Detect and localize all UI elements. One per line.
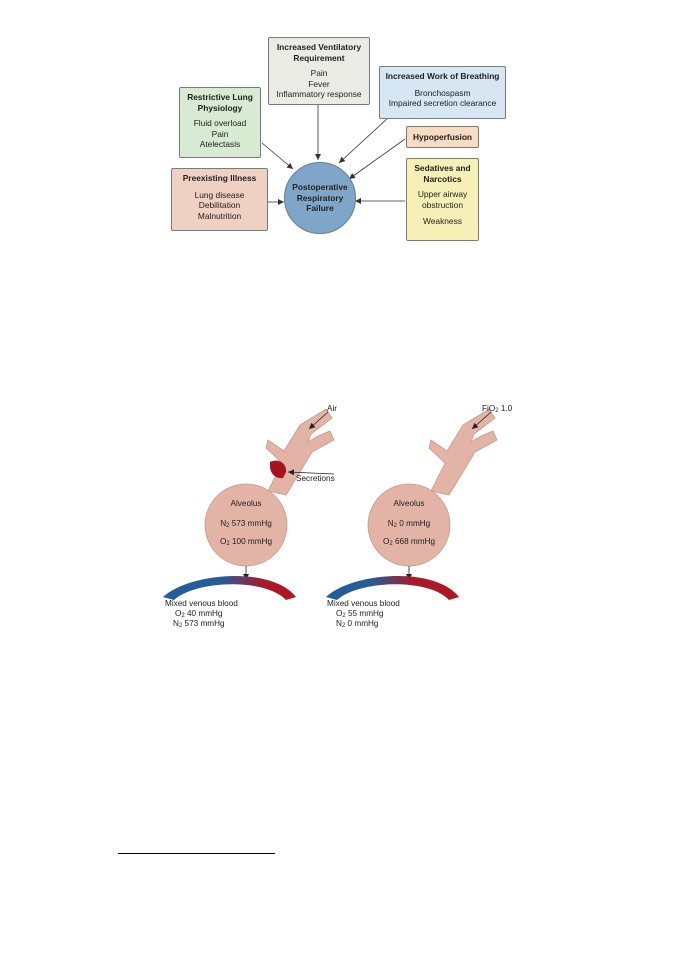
left-alveolus-o2: O2 100 mmHg — [219, 537, 273, 547]
causes-diagram-arrows — [261, 104, 406, 205]
box-sedatives-item: obstruction — [422, 199, 463, 210]
box-sedatives-title-line1: Sedatives and — [414, 163, 471, 173]
left-blood-title: Mixed venous blood — [165, 599, 238, 608]
box-ventilatory-item: Pain — [310, 68, 328, 79]
box-preexisting-item: Malnutrition — [197, 210, 242, 221]
box-ventilatory-item: Inflammatory response — [276, 89, 362, 100]
left-air-arrow — [308, 411, 329, 430]
box-preexisting-item: Lung disease — [194, 189, 245, 200]
box-work-title: Increased Work of Breathing — [385, 71, 500, 81]
box-hypoperfusion-title: Hypoperfusion — [412, 132, 473, 142]
arrow-work — [338, 117, 389, 164]
left-secretions-arrow — [287, 469, 335, 476]
right-blood-n2: N2 0 mmHg — [336, 619, 379, 629]
box-sedatives-item: Upper airway — [417, 189, 468, 200]
box-restrictive-lung-physiology: Restrictive Lung Physiology Fluid overlo… — [179, 87, 261, 158]
box-restrictive-item: Atelectasis — [199, 139, 241, 150]
box-increased-work-of-breathing: Increased Work of Breathing Bronchospasm… — [379, 66, 506, 119]
left-blood-o2: O2 40 mmHg — [175, 609, 223, 619]
right-alveolus-n2: N2 0 mmHg — [387, 519, 431, 529]
left-secretion — [270, 460, 287, 479]
arrow-restrictive — [261, 142, 294, 170]
circle-line2: Respiratory — [296, 192, 344, 203]
right-blood-title: Mixed venous blood — [327, 599, 400, 608]
right-capillary — [326, 575, 459, 600]
box-ventilatory-title-line1: Increased Ventilatory — [276, 42, 362, 52]
box-work-item: Impaired secretion clearance — [388, 98, 497, 109]
box-preexisting-item: Debilitation — [198, 200, 241, 211]
box-work-item: Bronchospasm — [414, 87, 471, 98]
left-secretions-label: Secretions — [296, 474, 335, 483]
box-ventilatory-title-line2: Requirement — [293, 52, 345, 63]
box-hypoperfusion: Hypoperfusion — [406, 126, 479, 148]
right-fio2-label: FiO2 1.0 — [482, 404, 513, 414]
right-fio2-arrow — [471, 411, 492, 430]
circle-line3: Failure — [306, 203, 334, 214]
box-sedatives-and-narcotics: Sedatives and Narcotics Upper airway obs… — [406, 158, 479, 241]
box-restrictive-title-line2: Physiology — [197, 102, 243, 113]
left-capillary — [163, 575, 296, 600]
right-alveolus-o2: O2 668 mmHg — [382, 537, 436, 547]
circle-line1: Postoperative — [292, 182, 348, 193]
box-preexisting-illness: Preexisting Illness Lung disease Debilit… — [171, 168, 268, 231]
left-blood-n2: N2 573 mmHg — [173, 619, 225, 629]
box-restrictive-title-line1: Restrictive Lung — [187, 92, 253, 102]
postoperative-respiratory-failure-circle: Postoperative Respiratory Failure — [284, 162, 356, 234]
arrow-hypoperfusion — [348, 138, 406, 180]
box-ventilatory-item: Fever — [308, 78, 330, 89]
box-increased-ventilatory-requirement: Increased Ventilatory Requirement Pain F… — [268, 37, 370, 105]
right-blood-o2: O2 55 mmHg — [336, 609, 384, 619]
left-alveolus-n2: N2 573 mmHg — [220, 519, 272, 529]
box-sedatives-item: Weakness — [423, 216, 462, 227]
box-preexisting-title: Preexisting Illness — [182, 173, 257, 183]
left-air-label: Air — [327, 404, 338, 413]
footnote-rule — [118, 853, 275, 854]
box-sedatives-title-line2: Narcotics — [423, 173, 462, 184]
left-alveolus-label: Alveolus — [230, 499, 262, 508]
box-restrictive-item: Pain — [211, 128, 229, 139]
box-restrictive-item: Fluid overload — [193, 118, 247, 129]
right-alveolus-label: Alveolus — [393, 499, 425, 508]
